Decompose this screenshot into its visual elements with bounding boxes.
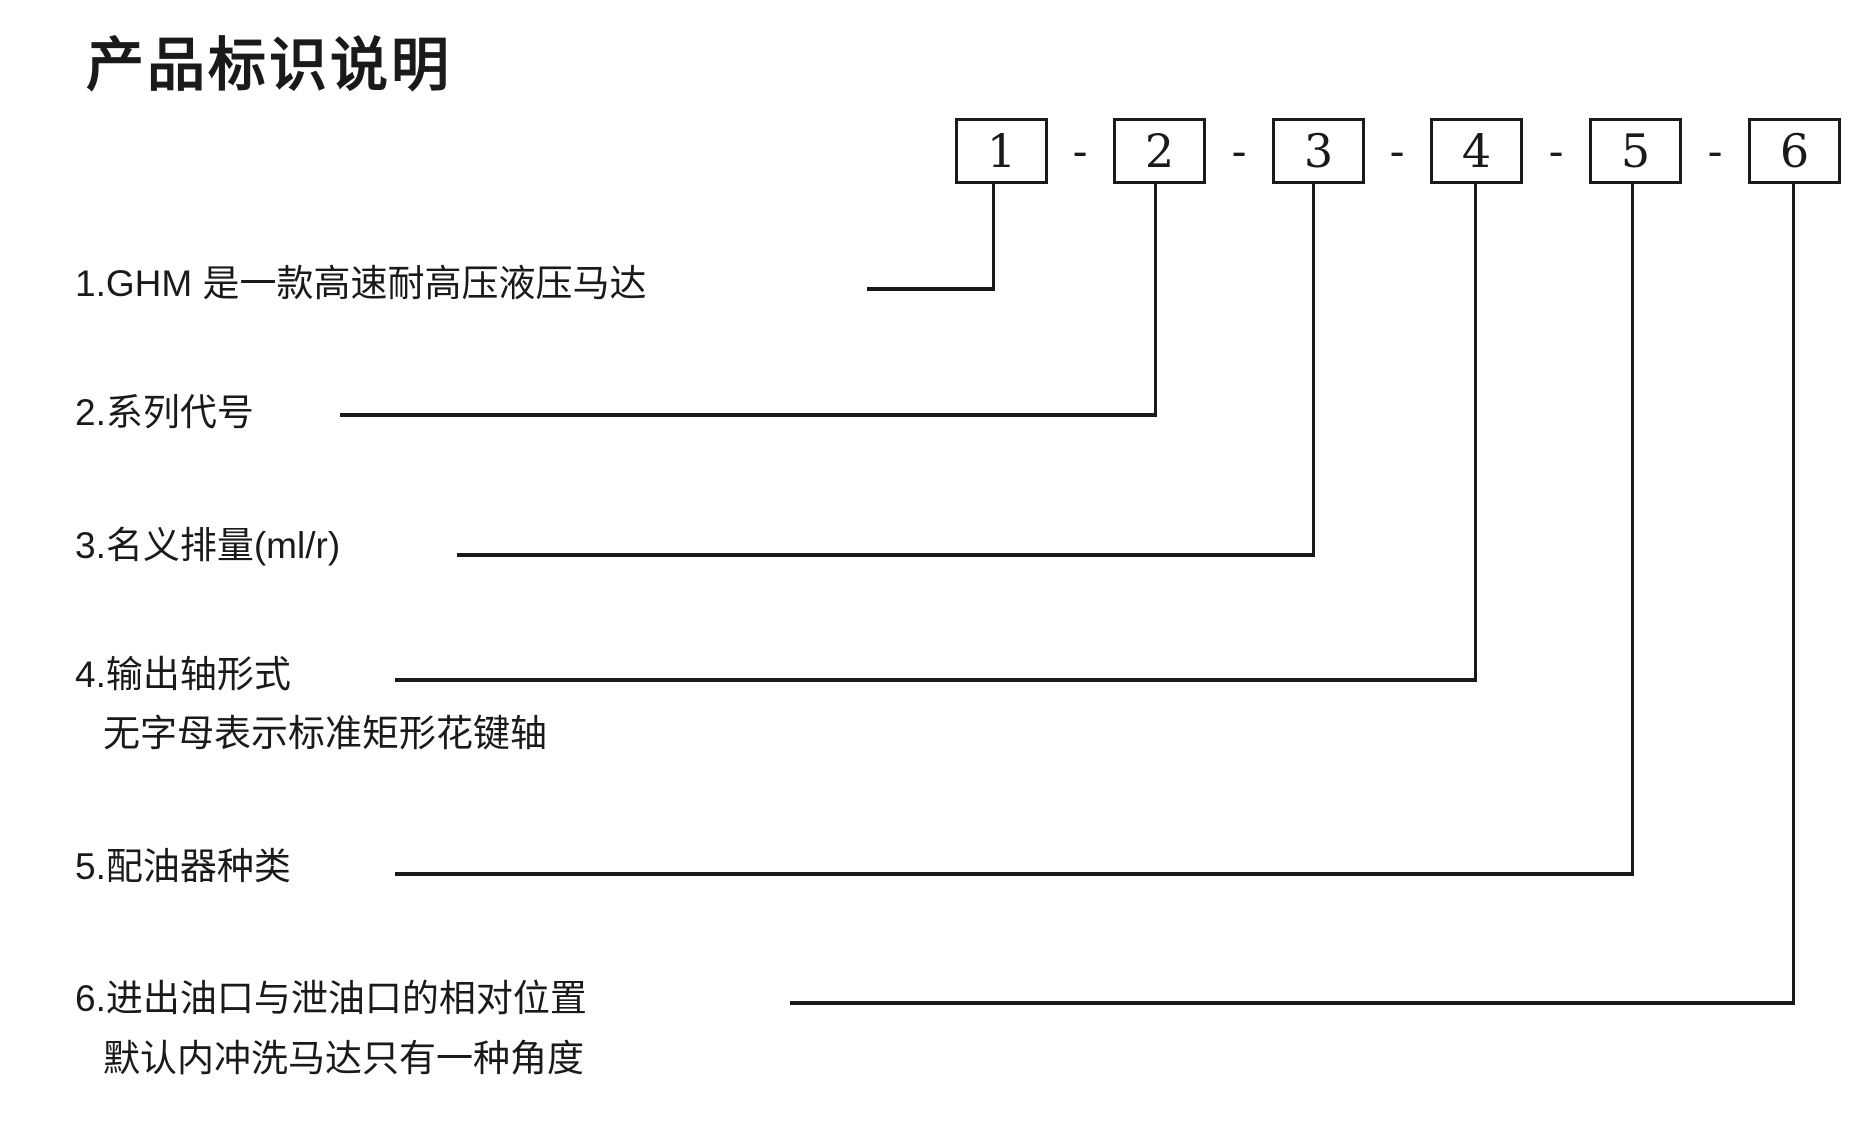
code-box-digit: 5 — [1620, 124, 1651, 178]
connector-horizontal-4 — [395, 678, 1477, 682]
code-separator: - — [1231, 125, 1247, 177]
connector-horizontal-3 — [457, 553, 1315, 557]
code-box-6: 6 — [1748, 118, 1841, 184]
code-separator: - — [1072, 125, 1088, 177]
connector-horizontal-6 — [790, 1001, 1795, 1005]
item-label-1: 1.GHM 是一款高速耐高压液压马达 — [75, 263, 647, 304]
code-separator: - — [1548, 125, 1564, 177]
code-box-digit: 3 — [1303, 124, 1334, 178]
code-box-digit: 4 — [1461, 124, 1492, 178]
connector-vertical-4 — [1474, 184, 1477, 682]
connector-horizontal-1 — [867, 287, 995, 291]
item-note-4: 无字母表示标准矩形花键轴 — [103, 713, 547, 754]
connector-vertical-1 — [992, 184, 995, 291]
code-box-5: 5 — [1589, 118, 1682, 184]
code-box-2: 2 — [1113, 118, 1206, 184]
item-label-3: 3.名义排量(ml/r) — [75, 525, 341, 566]
code-box-digit: 2 — [1144, 124, 1175, 178]
connector-horizontal-5 — [395, 872, 1634, 876]
code-box-1: 1 — [955, 118, 1048, 184]
code-box-4: 4 — [1430, 118, 1523, 184]
code-box-3: 3 — [1272, 118, 1365, 184]
page-title: 产品标识说明 — [86, 33, 453, 98]
item-label-5: 5.配油器种类 — [75, 846, 291, 887]
item-label-4: 4.输出轴形式 — [75, 654, 291, 695]
code-box-digit: 1 — [986, 124, 1017, 178]
connector-vertical-5 — [1631, 184, 1634, 876]
connector-vertical-2 — [1154, 184, 1157, 417]
connector-vertical-3 — [1312, 184, 1315, 557]
code-box-digit: 6 — [1779, 124, 1810, 178]
connector-horizontal-2 — [340, 413, 1157, 417]
code-separator: - — [1389, 125, 1405, 177]
item-note-6: 默认内冲洗马达只有一种角度 — [103, 1038, 584, 1079]
item-label-2: 2.系列代号 — [75, 392, 254, 433]
connector-vertical-6 — [1792, 184, 1795, 1005]
item-label-6: 6.进出油口与泄油口的相对位置 — [75, 978, 587, 1019]
code-separator: - — [1707, 125, 1723, 177]
